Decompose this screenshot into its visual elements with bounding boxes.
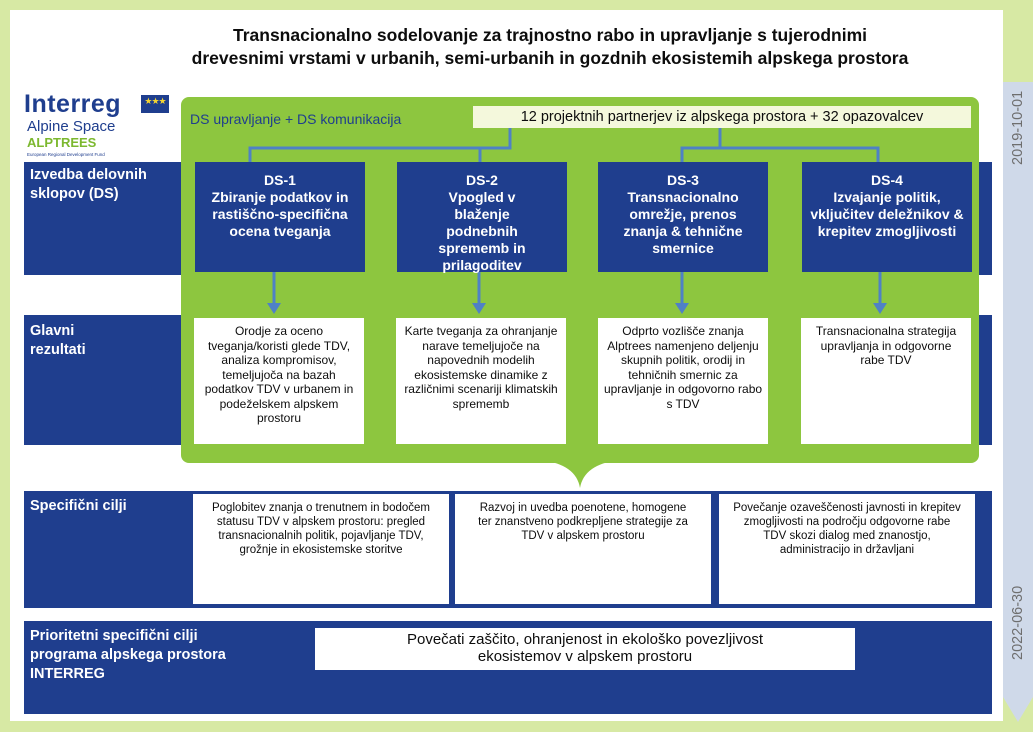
work-package-1: DS-1 Zbiranje podatkov in rastiščno-spec… — [195, 162, 365, 272]
work-package-3: DS-3 Transnacionalno omrežje, prenos zna… — [598, 162, 768, 272]
row-label-objectives: Specifični cilji — [30, 498, 127, 514]
alpine-space-label: Alpine Space — [27, 118, 116, 135]
ds-management-label: DS upravljanje + DS komunikacija — [190, 111, 402, 127]
objective-3: Povečanje ozaveščenosti javnosti in krep… — [719, 494, 975, 604]
objective-2: Razvoj in uvedba poenotene, homogene ter… — [455, 494, 711, 604]
result-3: Odprto vozlišče znanja Alptrees namenjen… — [598, 318, 768, 444]
fund-label: European Regional Development Fund — [27, 152, 105, 157]
eu-flag-icon: ★★★ — [141, 95, 169, 113]
result-1: Orodje za oceno tveganja/koristi glede T… — [194, 318, 364, 444]
timeline-arrow — [1003, 82, 1033, 722]
start-date: 2019-10-01 — [1010, 90, 1026, 165]
wp-code: DS-2 — [466, 172, 498, 188]
wp-title: Vpogled v blaženje podnebnih sprememb in… — [438, 189, 526, 273]
work-package-2: DS-2 Vpogled v blaženje podnebnih spreme… — [397, 162, 567, 273]
title-line-2: drevesnimi vrstami v urbanih, semi-urban… — [191, 48, 909, 68]
objective-1: Poglobitev znanja o trenutnem in bodočem… — [193, 494, 449, 604]
result-2: Karte tveganja za ohranjanje narave teme… — [396, 318, 566, 444]
work-package-4: DS-4 Izvajanje politik, vključitev delež… — [802, 162, 972, 272]
wp-title: Izvajanje politik, vključitev deležnikov… — [810, 189, 964, 239]
priority-objective: Povečati zaščito, ohranjenost in ekološk… — [315, 628, 855, 670]
partners-box: 12 projektnih partnerjev iz alpskega pro… — [473, 106, 971, 128]
wp-code: DS-4 — [871, 172, 903, 188]
result-4: Transnacionalna strategija upravljanja i… — [801, 318, 971, 444]
page-title: Transnacionalno sodelovanje za trajnostn… — [100, 24, 1000, 70]
end-date: 2022-06-30 — [1010, 585, 1026, 660]
wp-title: Zbiranje podatkov in rastiščno-specifičn… — [211, 189, 349, 239]
alptrees-label: ALPTREES — [27, 135, 97, 150]
row-label-results: Glavni rezultati — [30, 323, 86, 358]
timeline-dates: 2019-10-01 2022-06-30 — [1003, 82, 1033, 722]
wp-title: Transnacionalno omrežje, prenos znanja &… — [623, 189, 743, 256]
title-line-1: Transnacionalno sodelovanje za trajnostn… — [232, 25, 868, 45]
bracket-pointer — [540, 460, 620, 488]
interreg-logo: Interreg — [24, 90, 122, 118]
row-label-ds: Izvedba delovnih sklopov (DS) — [30, 167, 147, 202]
wp-code: DS-1 — [264, 172, 296, 188]
row-label-priority: Prioritetni specifični cilji programa al… — [30, 628, 226, 682]
wp-code: DS-3 — [667, 172, 699, 188]
